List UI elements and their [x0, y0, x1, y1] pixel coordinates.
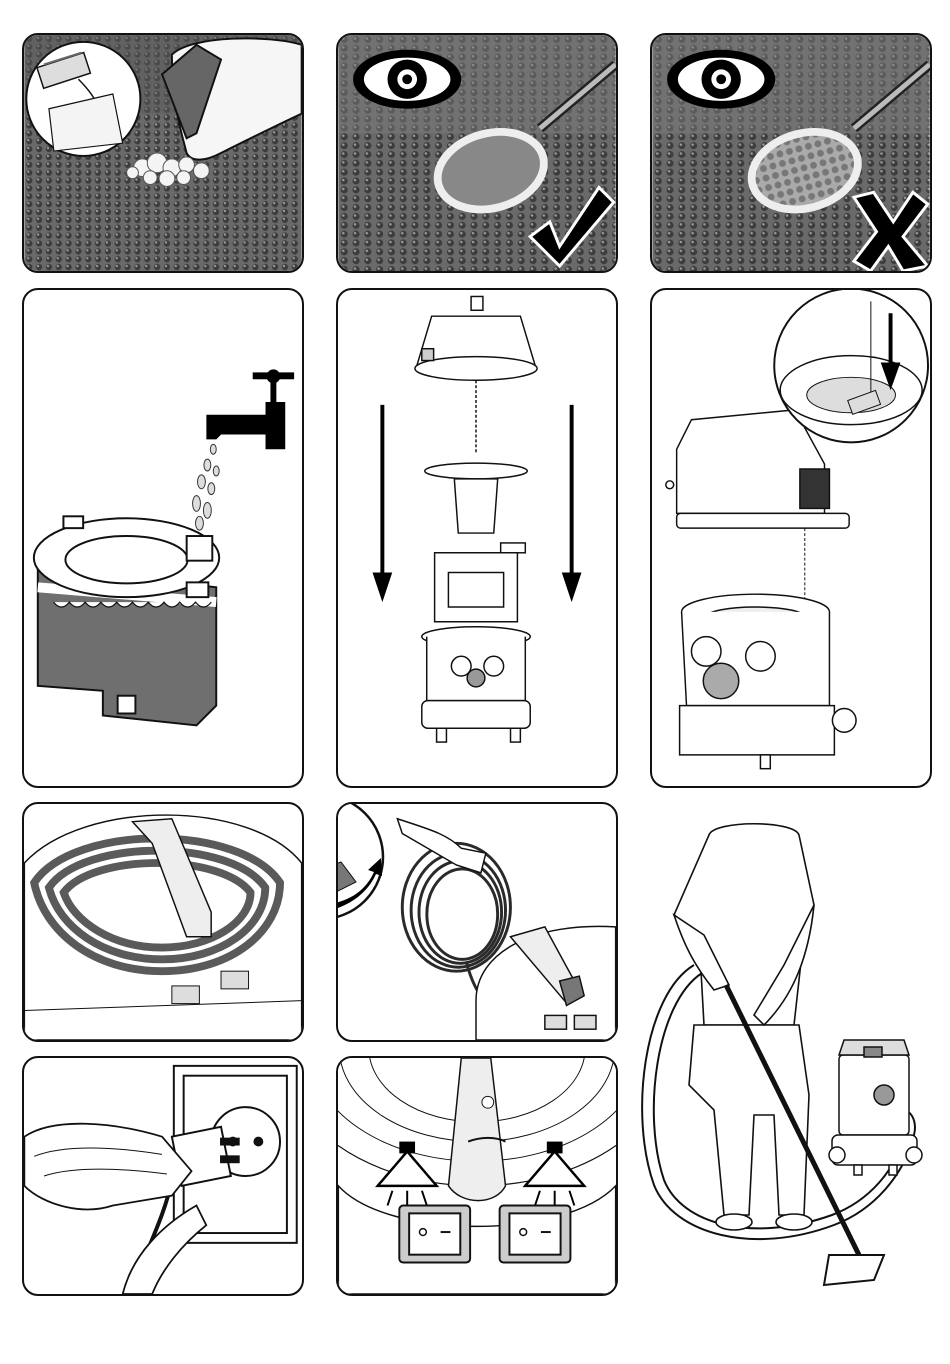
switches-illustration [338, 1058, 616, 1294]
panel-unwind-cable [336, 802, 618, 1042]
panel-inspect-ok [336, 33, 618, 273]
arrow-down-icon [562, 405, 582, 602]
eye-icon [353, 50, 461, 109]
panel-switches [336, 1056, 618, 1296]
insert-hose-illustration [652, 290, 930, 786]
panel-plug-in [22, 1056, 304, 1296]
arrow-down-icon [373, 405, 393, 602]
panel-apply-detergent [22, 33, 304, 273]
rocker-switch-icon [500, 1206, 571, 1263]
panel-cable-wound [22, 802, 304, 1042]
container-icon [422, 627, 530, 742]
water-tank-part-icon [435, 543, 526, 622]
faucet-icon [206, 369, 294, 449]
apply-detergent-illustration [24, 35, 302, 271]
container-icon [680, 594, 856, 768]
inspect-not-ok-illustration [652, 35, 930, 271]
water-tank-icon [34, 516, 219, 725]
panel-assembly-order [336, 288, 618, 788]
zoom-inset [774, 290, 928, 442]
panel-fill-tank [22, 288, 304, 788]
cable-wound-illustration [24, 804, 302, 1040]
assembly-order-illustration [338, 290, 616, 786]
zoom-inset-latch [336, 802, 386, 922]
cleaning-machine-icon [829, 1040, 922, 1175]
operator-cleaning-illustration [634, 815, 930, 1295]
eye-icon [667, 50, 775, 109]
panel-insert-hose [650, 288, 932, 788]
motor-head-icon [415, 296, 537, 454]
rocker-switch-icon [399, 1206, 470, 1263]
panel-operator-cleaning [634, 815, 930, 1295]
plug-in-illustration [24, 1058, 302, 1294]
inspect-ok-illustration [338, 35, 616, 271]
fill-tank-illustration [24, 290, 302, 786]
panel-inspect-not-ok [650, 33, 932, 273]
filter-icon [425, 463, 528, 533]
